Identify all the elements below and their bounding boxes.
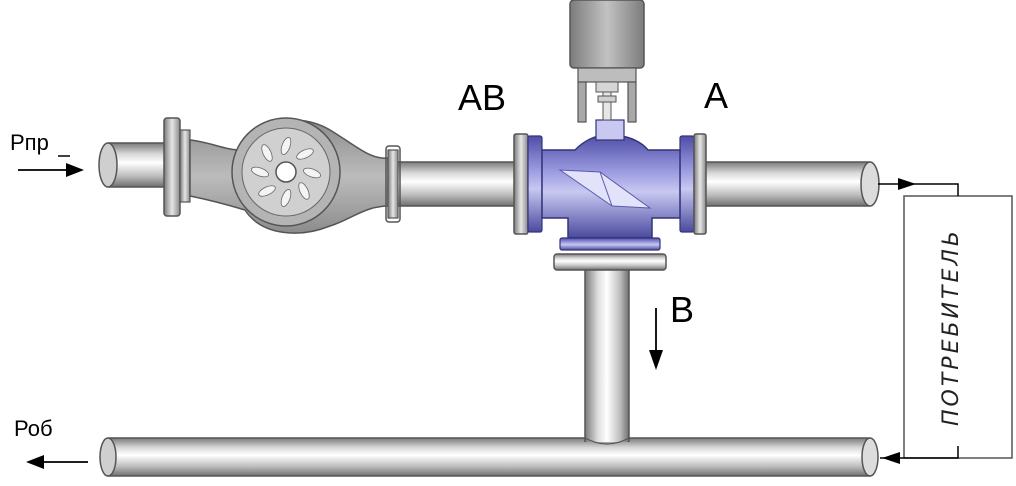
centrifugal-pump-icon (163, 117, 401, 234)
three-way-valve-icon (513, 119, 707, 271)
return-label: Роб (14, 416, 53, 441)
supply-pipe-middle (398, 161, 518, 207)
supply-arrow (18, 163, 84, 177)
arrow-from-consumer (882, 452, 900, 464)
supply-pipe-inlet (98, 142, 170, 188)
port-ab-label: AB (458, 77, 506, 118)
valve-actuator-icon (569, 0, 645, 123)
arrow-to-consumer (898, 178, 916, 190)
return-pipe (99, 437, 879, 477)
bypass-pipe-b (584, 270, 630, 445)
port-b-label: B (670, 289, 694, 330)
outlet-pipe-a (700, 161, 880, 207)
return-arrow (26, 455, 88, 469)
port-a-label: A (704, 75, 728, 116)
consumer-box: ПОТРЕБИТЕЛЬ (903, 195, 1013, 459)
consumer-label: ПОТРЕБИТЕЛЬ (939, 228, 964, 426)
supply-label: Рпр (10, 130, 49, 155)
bypass-arrow (649, 308, 663, 370)
